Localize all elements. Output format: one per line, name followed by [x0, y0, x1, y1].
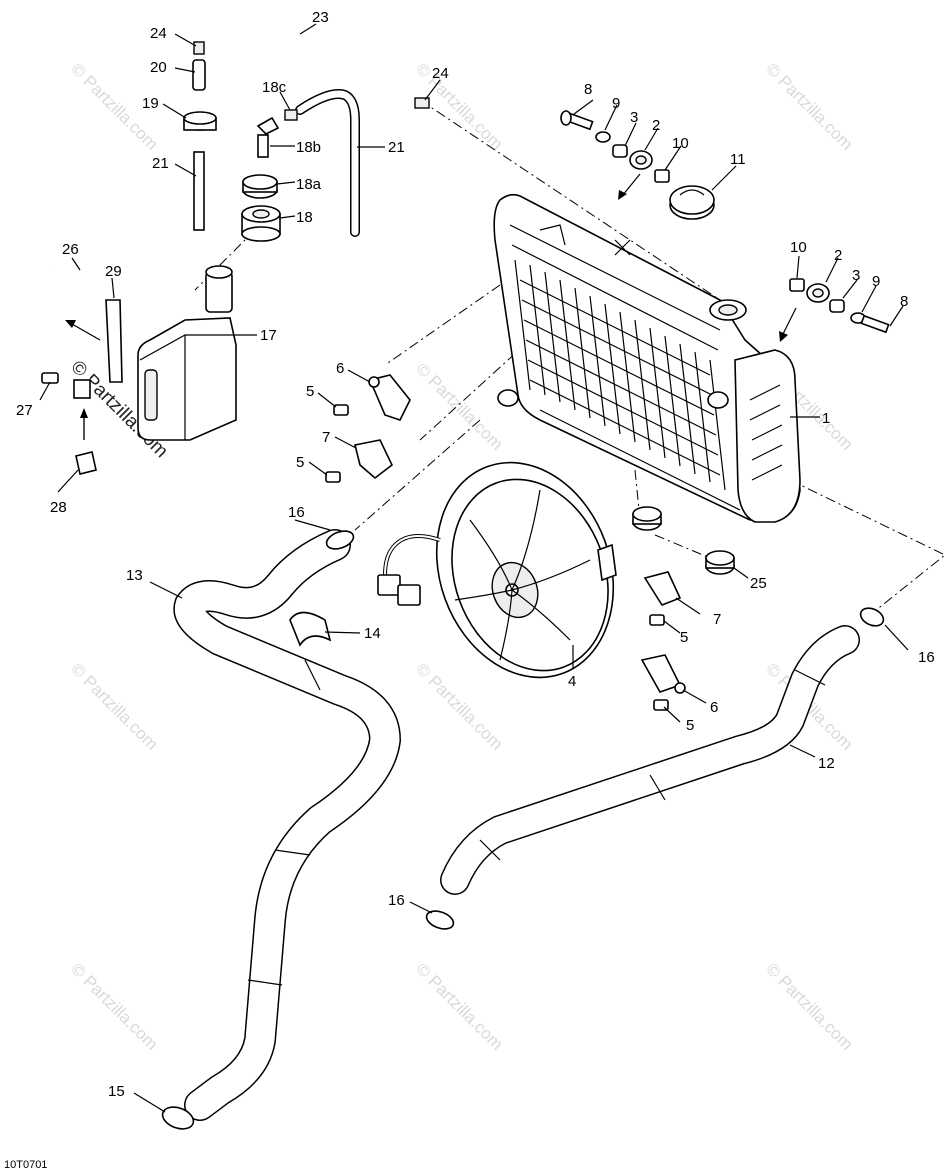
callout-3: 3	[852, 267, 860, 284]
callout-1: 1	[822, 410, 830, 427]
callout-6: 6	[710, 699, 718, 716]
callout-10: 10	[790, 239, 807, 256]
callout-10: 10	[672, 135, 689, 152]
overflow-hose	[198, 4, 407, 94]
hose-clamps	[161, 530, 885, 1130]
callout-16: 16	[288, 504, 305, 521]
reservoir-bracket	[41, 268, 123, 475]
mount-hardware-top	[560, 110, 670, 183]
callout-20: 20	[150, 59, 167, 76]
hose-clamp-14	[289, 611, 332, 647]
callout-4: 4	[568, 673, 576, 690]
callout-14: 14	[364, 625, 381, 642]
callout-18: 18	[296, 209, 313, 226]
callout-8: 8	[584, 81, 592, 98]
arrows	[65, 173, 797, 440]
callout-7: 7	[713, 611, 721, 628]
callout-5: 5	[306, 383, 314, 400]
fan-brackets	[325, 374, 686, 711]
callout-11: 11	[730, 151, 746, 168]
fittings	[183, 41, 430, 158]
callout-2: 2	[834, 247, 842, 264]
callout-5: 5	[296, 454, 304, 471]
watermark: © Partzilla.com	[412, 959, 506, 1053]
callout-25: 25	[750, 575, 767, 592]
radiator	[493, 193, 801, 523]
callout-5: 5	[686, 717, 694, 734]
callout-9: 9	[612, 95, 620, 112]
callout-26: 26	[62, 241, 79, 258]
coolant-reservoir	[137, 265, 237, 441]
callout-9: 9	[872, 273, 880, 290]
mount-hardware-right	[789, 278, 890, 334]
diagram-code: 10T0701	[4, 1159, 47, 1171]
callout-8: 8	[900, 293, 908, 310]
callout-17: 17	[260, 327, 277, 344]
callout-6: 6	[336, 360, 344, 377]
watermark: © Partzilla.com	[412, 359, 506, 453]
callout-18a: 18a	[296, 176, 322, 193]
cooling-fan	[377, 461, 617, 679]
callout-13: 13	[126, 567, 143, 584]
callout-5: 5	[680, 629, 688, 646]
callout-29: 29	[105, 263, 122, 280]
radiator-fins	[514, 259, 726, 491]
lower-hose-12	[440, 625, 860, 895]
callout-24: 24	[432, 65, 449, 82]
callout-3: 3	[630, 109, 638, 126]
callout-18b: 18b	[296, 139, 321, 156]
callout-15: 15	[108, 1083, 125, 1100]
callout-12: 12	[818, 755, 835, 772]
callout-23: 23	[312, 9, 329, 26]
radiator-cap	[669, 185, 715, 220]
watermark: © Partzilla.com	[67, 659, 161, 753]
filler-cap	[241, 174, 281, 242]
callout-2: 2	[652, 117, 660, 134]
callout-24: 24	[150, 25, 167, 42]
callout-18c: 18c	[262, 79, 287, 96]
callout-7: 7	[322, 429, 330, 446]
callout-labels: 23 24 20 19 21 18c 18b 18a 18 21 24 17 2…	[4, 9, 935, 1171]
callout-28: 28	[50, 499, 67, 516]
watermark: © Partzilla.com	[762, 59, 856, 153]
grommets	[632, 506, 735, 575]
callout-27: 27	[16, 402, 33, 419]
callout-21: 21	[152, 155, 169, 172]
leader-lines	[39, 23, 909, 1113]
callout-16: 16	[918, 649, 935, 666]
callout-16: 16	[388, 892, 405, 909]
lower-hose-13	[173, 529, 402, 1121]
callout-19: 19	[142, 95, 159, 112]
vent-hose	[295, 89, 360, 237]
small-hose	[193, 151, 205, 231]
watermark: © Partzilla.com	[762, 959, 856, 1053]
watermark: © Partzilla.com	[67, 959, 161, 1053]
watermark: © Partzilla.com	[412, 659, 506, 753]
callout-21: 21	[388, 139, 405, 156]
